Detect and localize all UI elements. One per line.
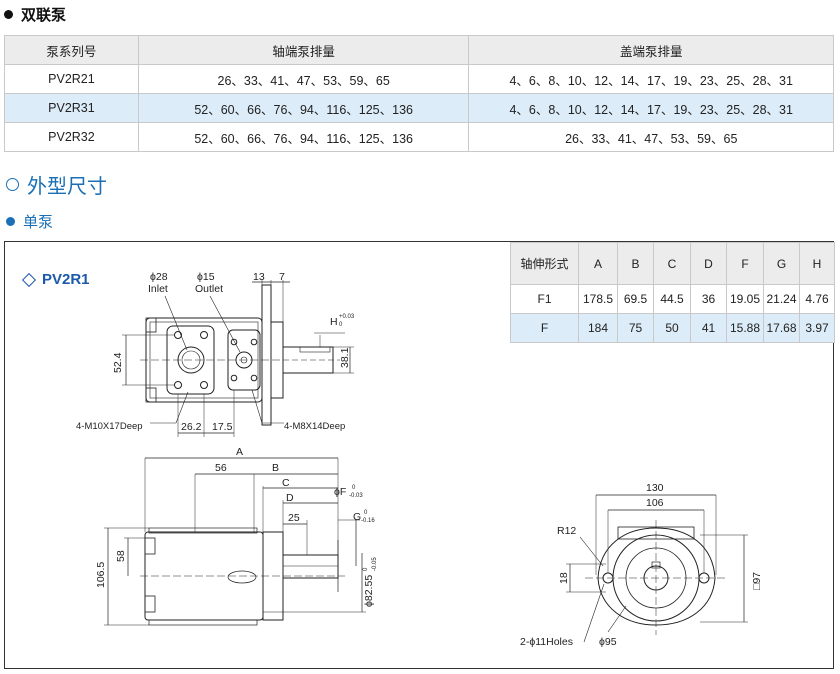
label-f: ϕF <box>334 486 346 498</box>
label-26-2: 26.2 <box>181 421 202 433</box>
label-r12: R12 <box>557 525 576 537</box>
single-pump-heading-text: 单泵 <box>23 214 54 231</box>
table-header-row: 泵系列号 轴端泵排量 盖端泵排量 <box>4 35 834 65</box>
label-f-tol-lower: -0.03 <box>349 493 363 499</box>
table-cell: PV2R31 <box>4 93 139 123</box>
table-row: F 184 75 50 41 15.88 17.68 3.97 <box>510 313 835 343</box>
dimensions-heading: 外型尺寸 <box>6 170 107 199</box>
table-header-row: 轴伸形式 A B C D F G H <box>510 242 835 285</box>
label-106: 106 <box>646 497 664 509</box>
table-cell: PV2R21 <box>4 64 139 94</box>
label-82-55-tol: -0.05 <box>372 557 378 571</box>
table-cell: 4.76 <box>799 284 835 314</box>
table-cell: 178.5 <box>578 284 618 314</box>
table-row: PV2R21 26、33、41、47、53、59、65 4、6、8、10、12、… <box>4 64 834 94</box>
section-heading-double-pump: 双联泵 <box>4 4 66 25</box>
model-label: PV2R1 <box>21 271 90 288</box>
label-97: □97 <box>751 572 763 590</box>
bullet-dot-icon <box>4 10 13 19</box>
table-row: F1 178.5 69.5 44.5 36 19.05 21.24 4.76 <box>510 284 835 314</box>
label-thread-m10: 4-M10X17Deep <box>76 421 143 432</box>
label-h-tol-lower: 0 <box>339 322 343 328</box>
label-a: A <box>236 446 243 458</box>
label-outlet-dia: ϕ15 <box>197 271 215 283</box>
table-cell: 21.24 <box>763 284 800 314</box>
label-thread-m8: 4-M8X14Deep <box>284 421 345 432</box>
dimensions-heading-text: 外型尺寸 <box>27 176 107 198</box>
label-95: ϕ95 <box>599 636 617 648</box>
label-dim-13: 13 <box>253 271 265 283</box>
pump-top-view <box>122 280 354 437</box>
bullet-dot-icon <box>6 217 15 226</box>
table-cell: 41 <box>690 313 727 343</box>
displacement-table: 泵系列号 轴端泵排量 盖端泵排量 PV2R21 26、33、41、47、53、5… <box>4 35 834 152</box>
label-h: H <box>330 316 338 328</box>
table-row: PV2R32 52、60、66、76、94、116、125、136 26、33、… <box>4 122 834 152</box>
column-header: 盖端泵排量 <box>468 35 834 65</box>
table-cell: 184 <box>578 313 618 343</box>
label-82-55-tol0: 0 <box>363 567 369 571</box>
label-dim-7: 7 <box>279 271 285 283</box>
label-inlet: Inlet <box>148 283 168 295</box>
label-holes: 2-ϕ11Holes <box>520 636 573 648</box>
column-header: F <box>726 242 764 285</box>
table-cell: F <box>510 313 579 343</box>
label-f-tol-upper: 0 <box>352 485 356 491</box>
label-outlet: Outlet <box>195 283 223 295</box>
label-25: 25 <box>288 512 300 524</box>
table-cell: 69.5 <box>617 284 654 314</box>
label-c: C <box>282 477 290 489</box>
table-cell: PV2R32 <box>4 122 139 152</box>
label-52-4: 52.4 <box>112 352 124 373</box>
label-130: 130 <box>646 482 664 494</box>
label-56: 56 <box>215 462 227 474</box>
single-pump-heading: 单泵 <box>6 211 53 232</box>
label-inlet-dia: ϕ28 <box>150 271 168 283</box>
label-b: B <box>272 462 279 474</box>
label-38-1: 38.1 <box>339 347 351 368</box>
table-cell: 26、33、41、47、53、59、65 <box>468 122 834 152</box>
drawing-frame <box>4 241 834 669</box>
table-cell: 4、6、8、10、12、14、17、19、23、25、28、31 <box>468 93 834 123</box>
pump-front-view <box>566 494 748 643</box>
column-header: A <box>578 242 618 285</box>
label-g: G <box>353 511 361 523</box>
label-58: 58 <box>115 550 127 562</box>
column-header: C <box>653 242 691 285</box>
circle-bullet-icon <box>6 178 19 191</box>
label-d: D <box>286 492 294 504</box>
drawing-labels: ϕ28 Inlet ϕ15 Outlet 13 7 H +0.03 0 52.4… <box>76 271 763 648</box>
label-17-5: 17.5 <box>212 421 233 433</box>
table-cell: 52、60、66、76、94、116、125、136 <box>137 93 470 123</box>
label-g-tol-lower: -0.16 <box>361 518 375 524</box>
label-18: 18 <box>558 572 570 584</box>
column-header: H <box>799 242 835 285</box>
column-header: 轴伸形式 <box>510 242 579 285</box>
table-cell: 19.05 <box>726 284 764 314</box>
model-label-text: PV2R1 <box>42 271 90 288</box>
label-h-tol-upper: +0.03 <box>339 314 355 320</box>
label-g-tol-upper: 0 <box>364 510 368 516</box>
shaft-dimension-table: 轴伸形式 A B C D F G H F1 178.5 69.5 44.5 36… <box>510 242 835 343</box>
table-cell: 3.97 <box>799 313 835 343</box>
table-cell: 4、6、8、10、12、14、17、19、23、25、28、31 <box>468 64 834 94</box>
column-header: G <box>763 242 800 285</box>
table-cell: 26、33、41、47、53、59、65 <box>137 64 470 94</box>
label-106-5: 106.5 <box>95 562 107 588</box>
section-heading-text: 双联泵 <box>21 7 67 24</box>
label-82-55: ϕ82.55 <box>363 575 375 607</box>
column-header: 轴端泵排量 <box>137 35 470 65</box>
pump-side-view <box>104 457 366 626</box>
table-cell: F1 <box>510 284 579 314</box>
table-cell: 50 <box>653 313 691 343</box>
column-header: 泵系列号 <box>4 35 139 65</box>
table-row: PV2R31 52、60、66、76、94、116、125、136 4、6、8、… <box>4 93 834 123</box>
table-cell: 75 <box>617 313 654 343</box>
table-cell: 52、60、66、76、94、116、125、136 <box>137 122 470 152</box>
